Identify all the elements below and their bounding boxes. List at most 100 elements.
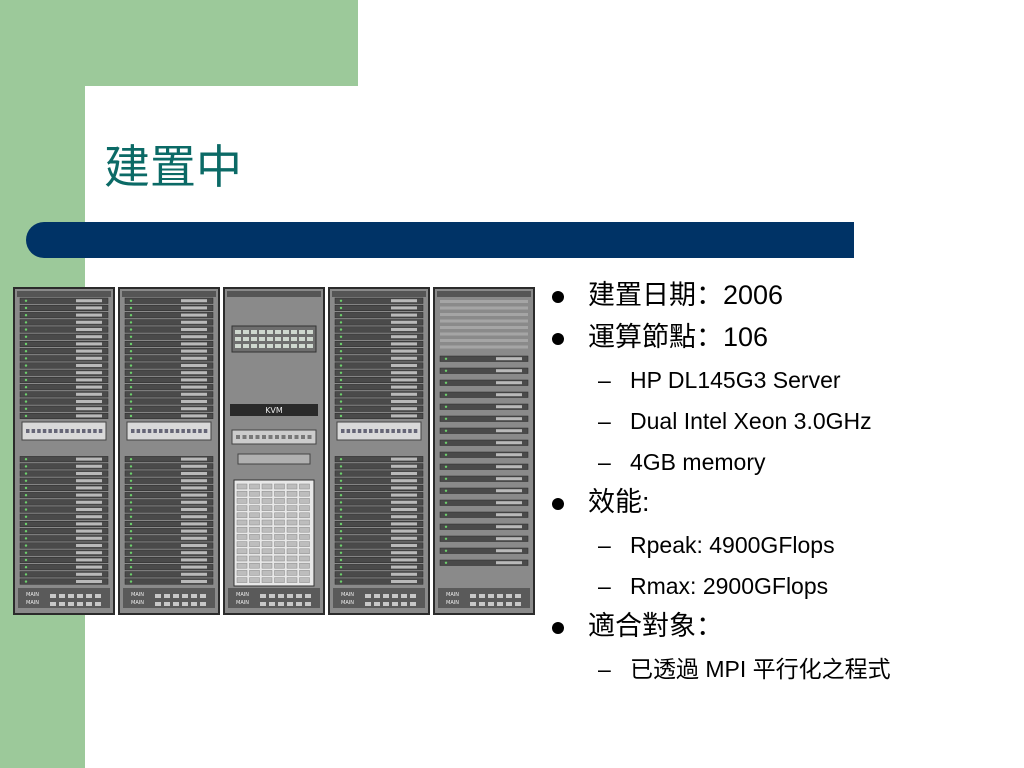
server-node [19, 348, 109, 355]
status-led [339, 407, 343, 410]
drive-bay [76, 385, 102, 389]
drive-bay [391, 320, 417, 324]
main-label: MAIN [236, 600, 249, 606]
status-led [444, 501, 448, 504]
drive-bay [391, 378, 417, 382]
disk-slot [286, 505, 298, 511]
server-node [19, 571, 109, 578]
disk-slot [261, 519, 273, 526]
status-led [24, 573, 28, 576]
drive-bay [496, 381, 522, 385]
top-green-tab [0, 0, 358, 86]
port-led [291, 344, 297, 348]
breaker [470, 594, 476, 598]
server-node [19, 297, 109, 304]
drive-bay [391, 306, 417, 310]
disk-slot [236, 490, 248, 497]
breaker [392, 594, 398, 598]
blank-panel [440, 313, 528, 316]
breaker [506, 594, 512, 598]
breaker [479, 602, 485, 606]
status-led [24, 314, 28, 317]
status-led [129, 573, 133, 576]
disk-slot [286, 490, 298, 497]
drive-bay [181, 536, 207, 540]
status-led [444, 369, 448, 372]
drive-bay [391, 371, 417, 375]
breaker [287, 594, 293, 598]
status-led [444, 549, 448, 552]
status-led [24, 544, 28, 547]
rack-switch [126, 421, 212, 441]
breaker [191, 602, 197, 606]
server-node [124, 499, 214, 506]
server-node [19, 520, 109, 527]
status-led [129, 479, 133, 482]
status-led [24, 479, 28, 482]
drive-bay [76, 486, 102, 490]
drive-bay [181, 464, 207, 468]
disk-slot [236, 534, 248, 540]
disk-slot [274, 577, 285, 583]
breaker [305, 594, 311, 598]
server-node [334, 297, 424, 304]
switch-port [413, 429, 418, 433]
status-led [129, 386, 133, 389]
status-led [129, 530, 133, 533]
breaker [50, 594, 56, 598]
port-led [307, 344, 313, 348]
status-led [24, 558, 28, 562]
breaker [155, 602, 161, 606]
dash-icon: – [598, 532, 611, 558]
status-led [24, 580, 28, 583]
switch-port [93, 429, 97, 433]
bullet-target: 適合對象： [550, 609, 1010, 643]
drive-bay [181, 508, 207, 511]
disk-slot [286, 555, 298, 562]
status-led [24, 393, 28, 396]
server-node [19, 556, 109, 563]
status-led [24, 299, 28, 302]
breaker [296, 594, 302, 598]
status-led [339, 508, 343, 511]
disk-slot [249, 577, 260, 583]
status-led [444, 525, 448, 528]
server-node [439, 355, 529, 362]
switch-port [307, 435, 312, 439]
drive-bay [76, 580, 102, 583]
breaker [95, 602, 101, 606]
status-led [24, 378, 28, 382]
server-node [334, 348, 424, 355]
switch-port [357, 429, 362, 433]
drive-bay [76, 529, 102, 533]
disk-slot [249, 519, 260, 526]
port-led [267, 330, 273, 334]
disk-slot [249, 562, 260, 569]
breaker [200, 594, 206, 598]
status-led [339, 537, 343, 540]
status-led [129, 393, 133, 396]
server-node [19, 405, 109, 412]
drive-bay [391, 515, 417, 519]
breaker [182, 602, 188, 606]
disk-slot [286, 541, 298, 547]
server-node [334, 477, 424, 484]
server-node [124, 578, 214, 585]
server-node [334, 312, 424, 319]
status-led [444, 429, 448, 432]
disk-slot [236, 577, 248, 583]
status-led [24, 350, 28, 353]
breaker [488, 602, 494, 606]
drive-bay [496, 501, 522, 505]
status-led [129, 342, 133, 346]
server-node [334, 470, 424, 477]
switch-port [76, 429, 80, 433]
bullet-dot-icon [552, 622, 564, 634]
breaker [278, 594, 284, 598]
switch-port [164, 429, 169, 433]
drive-bay [391, 414, 417, 418]
server-node [334, 412, 424, 419]
server-node [124, 340, 214, 347]
port-led [283, 344, 289, 348]
status-led [24, 522, 28, 526]
